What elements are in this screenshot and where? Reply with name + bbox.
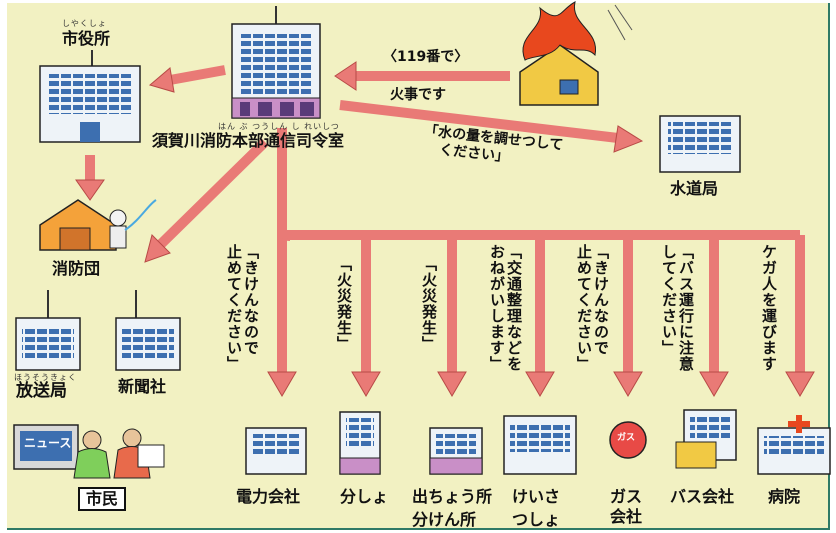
dest-power-label: 電力会社: [236, 487, 301, 506]
dest-gas-label2: 会社: [610, 507, 643, 526]
dest-branch-label: 分しょ: [340, 487, 389, 506]
broadcast-label: 放送局: [16, 381, 67, 401]
arrow-city-to-brigade-head: [75, 179, 105, 201]
citizens-label: 市民: [78, 487, 127, 511]
arrow-hq-to-brigade-head: [144, 234, 171, 263]
message-gas: 「きけんなので止めてください」: [575, 244, 610, 372]
city-office-building: [39, 50, 141, 143]
dest-gas-label: ガス: [610, 487, 643, 506]
dest-outpost-label2: 分けん所: [412, 510, 477, 529]
dest-police-label2: つしょ: [512, 510, 561, 529]
tv-screen-text: ニュース: [24, 436, 72, 450]
burning-house: [519, 1, 633, 106]
hq-building: [231, 6, 321, 119]
dest-buildings: [245, 409, 831, 475]
message-police: 「交通整理などをおねがいします」: [488, 244, 523, 372]
arrow-fire-to-hq-head: [334, 61, 357, 91]
message-outpost: 「火災発生」: [420, 256, 438, 352]
dest-police-label: けいさ: [512, 487, 561, 506]
arrow-hq-to-city-head: [148, 67, 175, 93]
water-building: [659, 115, 741, 173]
dest-outpost-label: 出ちょう所: [412, 487, 493, 506]
call-top: 〈119番で〉: [383, 49, 469, 65]
arrow-hq-to-water-head: [613, 125, 644, 153]
broadcast-ruby: ほうそうきょく: [14, 373, 77, 382]
message-hospital: ケガ人を運びます: [760, 244, 778, 372]
branch-heads: [267, 371, 815, 397]
arrow-hq-to-city: [169, 65, 226, 85]
call-bottom: 火事です: [390, 87, 446, 103]
citizens-scene: [13, 424, 165, 479]
fire-brigade-station: [39, 199, 157, 251]
broadcast-building: [15, 290, 81, 371]
city-office-label: 市役所: [62, 29, 111, 48]
hq-label: 須賀川消防本部通信司令室: [152, 131, 345, 150]
hq-ruby: はん ぶ つうしん し れいしつ: [218, 122, 340, 131]
fire-brigade-label: 消防団: [52, 259, 101, 278]
gas-sign-text: ガス: [617, 433, 636, 443]
dest-bus-label: バス会社: [670, 487, 735, 506]
message-branch: 「火災発生」: [335, 256, 353, 352]
dest-hospital-label: 病院: [768, 487, 801, 506]
message-power: 「きけんなので止めてください」: [225, 244, 260, 372]
water-label: 水道局: [670, 179, 719, 198]
arrow-hq-to-brigade: [156, 138, 269, 249]
newspaper-label: 新聞社: [118, 377, 167, 396]
arrows: [75, 61, 805, 375]
message-bus: 「バス運行に注意してください」: [660, 244, 695, 372]
newspaper-building: [115, 290, 181, 371]
arrow-hq-to-water: [339, 100, 619, 143]
city-office-ruby: しやくしょ: [62, 19, 107, 28]
